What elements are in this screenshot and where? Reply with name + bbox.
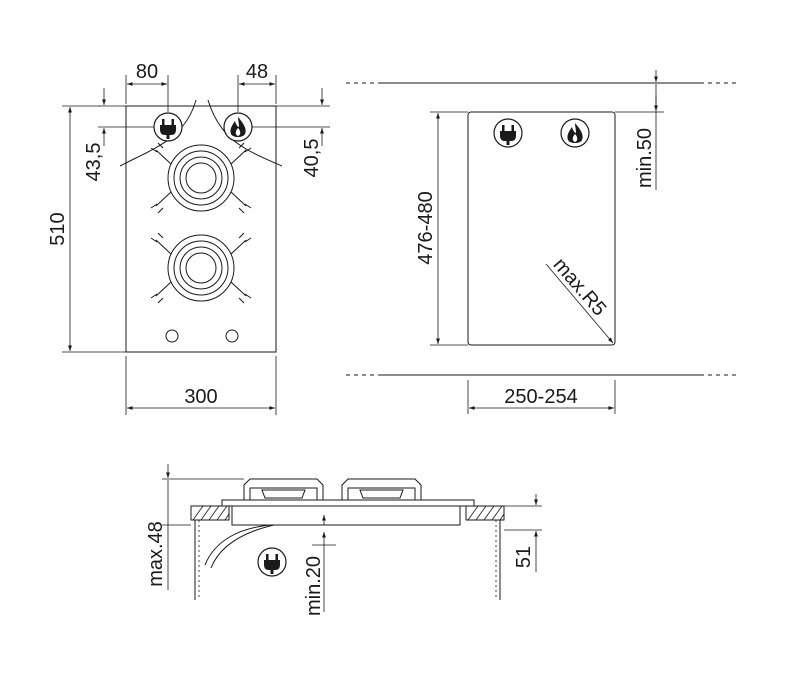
front-view: 80 48 43,5 40,5 510 300 — [47, 61, 330, 415]
power-cable — [204, 524, 271, 566]
cutout-outline — [467, 111, 616, 346]
burner-bottom — [150, 232, 252, 304]
countertop-left — [190, 505, 230, 521]
electric-plug-icon — [257, 547, 287, 577]
grate-right — [341, 478, 422, 500]
electric-plug-icon — [153, 112, 183, 142]
knob-left — [165, 329, 179, 343]
dim-gas-offset: 48 — [246, 61, 268, 83]
dim-cutout-width: 250-254 — [504, 386, 577, 408]
dim-under-clearance: min.20 — [303, 556, 325, 616]
gas-flame-icon — [223, 112, 253, 142]
dim-gas-height: 40,5 — [301, 139, 323, 178]
gas-flame-icon — [560, 118, 590, 148]
cutout-view: 476-480 min.50 max.R5 250-254 — [346, 70, 736, 414]
dim-height: 510 — [47, 212, 69, 245]
dim-plug-offset: 80 — [136, 61, 158, 83]
hob-outline — [125, 105, 277, 353]
dim-depth: 51 — [513, 546, 535, 568]
burner-top — [150, 142, 252, 214]
hob-body — [231, 505, 461, 526]
connection-curve-right — [207, 99, 283, 167]
side-view: max.48 min.20 51 — [145, 464, 542, 616]
hob-glass — [221, 499, 475, 507]
electric-plug-icon — [493, 118, 523, 148]
dim-wall-clearance: min.50 — [634, 128, 656, 188]
connection-curve-left — [119, 99, 197, 167]
dim-total-height: max.48 — [145, 521, 167, 587]
countertop-right — [465, 505, 505, 521]
dim-width: 300 — [184, 386, 217, 408]
dim-plug-height: 43,5 — [83, 143, 105, 182]
dim-cutout-height: 476-480 — [415, 191, 437, 264]
grate-left — [243, 478, 324, 500]
dim-radius: max.R5 — [549, 254, 611, 320]
knob-right — [225, 329, 239, 343]
